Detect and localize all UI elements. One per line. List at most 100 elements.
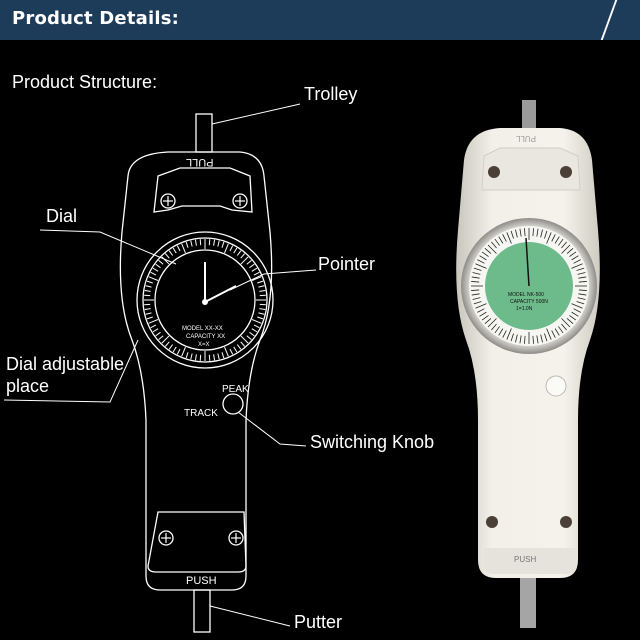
dial-tick bbox=[524, 228, 526, 237]
dial-tick bbox=[475, 303, 487, 309]
dial-tick bbox=[181, 243, 186, 254]
dial-tick bbox=[506, 328, 512, 340]
dial-tick bbox=[561, 318, 571, 328]
dial-tick bbox=[150, 324, 157, 329]
dial-tick bbox=[524, 335, 526, 344]
dial-tick bbox=[240, 256, 249, 265]
dial-tick bbox=[540, 229, 543, 238]
dial-tick bbox=[253, 324, 260, 329]
dial-tick bbox=[251, 319, 262, 324]
dial-tick bbox=[233, 247, 238, 254]
dial-tick bbox=[481, 251, 489, 257]
dial-tick bbox=[569, 251, 577, 257]
lower-plate bbox=[147, 511, 247, 573]
header-title: Product Details: bbox=[12, 8, 180, 29]
dial-tick bbox=[144, 308, 151, 311]
screw-bottom-right bbox=[228, 530, 244, 546]
dial-tick bbox=[168, 344, 174, 350]
dial-tick bbox=[519, 228, 522, 237]
screw-top-right bbox=[232, 193, 248, 209]
dial-tick bbox=[185, 241, 189, 248]
dial-tick bbox=[145, 312, 152, 315]
dial-tick bbox=[479, 255, 487, 261]
dial-tick bbox=[498, 236, 504, 244]
dial-tick bbox=[246, 260, 252, 265]
dial-tick bbox=[540, 334, 543, 343]
leader-switching-knob bbox=[237, 411, 307, 447]
dial-tick bbox=[249, 331, 255, 337]
dial-tick bbox=[155, 263, 161, 269]
dial-tick bbox=[506, 232, 512, 244]
callout-dial: Dial bbox=[46, 206, 78, 226]
dial-tick bbox=[194, 354, 197, 361]
dial-tick bbox=[510, 333, 514, 342]
dial-tick bbox=[258, 312, 265, 315]
dial-tick bbox=[229, 348, 234, 355]
screw-top-left bbox=[160, 193, 176, 209]
dial-tick bbox=[554, 236, 560, 244]
dial-tick bbox=[148, 319, 159, 324]
dial-tick bbox=[251, 267, 258, 272]
dial-tick bbox=[224, 346, 229, 357]
photo-bottom-rod bbox=[520, 572, 536, 628]
dial-tick bbox=[498, 328, 504, 336]
dial-tick bbox=[576, 301, 585, 305]
dial-tick bbox=[165, 341, 170, 347]
diagram-peak-label: PEAK bbox=[222, 384, 249, 395]
dial-tick bbox=[190, 240, 193, 247]
photo-model-label: MODEL NK-500 bbox=[508, 292, 544, 298]
dial-tick bbox=[190, 353, 193, 360]
leader-dial bbox=[39, 229, 177, 265]
callout-dial-adjustable-1: Dial adjustable bbox=[6, 354, 125, 374]
dial-tick bbox=[546, 328, 552, 340]
dial-tick bbox=[502, 234, 507, 242]
dial-tick bbox=[155, 331, 161, 337]
dial-tick bbox=[558, 238, 564, 246]
dial-tick bbox=[566, 248, 574, 254]
dial-tick bbox=[551, 330, 556, 338]
dial-tick bbox=[519, 335, 522, 344]
photo-top-rod bbox=[522, 100, 536, 128]
dial-tick bbox=[161, 335, 170, 344]
photo-pull-label: PULL bbox=[516, 134, 537, 143]
dial-tick bbox=[240, 341, 245, 347]
dial-tick bbox=[484, 318, 492, 324]
dial-tick bbox=[487, 318, 497, 328]
photo-pointer bbox=[525, 237, 530, 287]
dial-tick bbox=[150, 271, 157, 276]
dial-tick bbox=[536, 335, 539, 344]
dial-tick bbox=[165, 253, 170, 259]
dial-tick bbox=[536, 228, 539, 237]
dial-tick bbox=[578, 281, 587, 283]
switching-knob-shape bbox=[222, 393, 244, 415]
dial-tick bbox=[515, 334, 518, 343]
dial-tick bbox=[515, 229, 518, 238]
dial-tick bbox=[577, 297, 586, 300]
diagram-model-label: MODEL XX-XX bbox=[182, 326, 223, 332]
dial-tick bbox=[571, 263, 583, 269]
dial-tick bbox=[510, 230, 514, 239]
dial-tick bbox=[473, 267, 482, 271]
photo-screw-4 bbox=[560, 516, 572, 528]
dial-tick bbox=[571, 311, 579, 317]
dial-tick bbox=[494, 238, 500, 246]
dial-tick bbox=[471, 281, 480, 283]
dial-tick bbox=[571, 303, 583, 309]
putter-rod bbox=[193, 589, 211, 633]
dial-tick bbox=[172, 247, 177, 254]
leader-putter bbox=[209, 605, 291, 627]
callout-trolley: Trolley bbox=[304, 84, 358, 104]
dial-inner-ring bbox=[154, 249, 256, 351]
dial-tick bbox=[158, 335, 164, 340]
dial-tick bbox=[573, 259, 581, 264]
dial-tick bbox=[251, 328, 258, 333]
dial-tick bbox=[249, 263, 255, 269]
dial-tick bbox=[229, 245, 234, 252]
photo-screw-2 bbox=[560, 166, 572, 178]
photo-dial-ticks bbox=[471, 228, 587, 344]
callout-leader-lines bbox=[3, 103, 317, 627]
photo-push-label: PUSH bbox=[514, 555, 537, 564]
photo-screw-1 bbox=[488, 166, 500, 178]
